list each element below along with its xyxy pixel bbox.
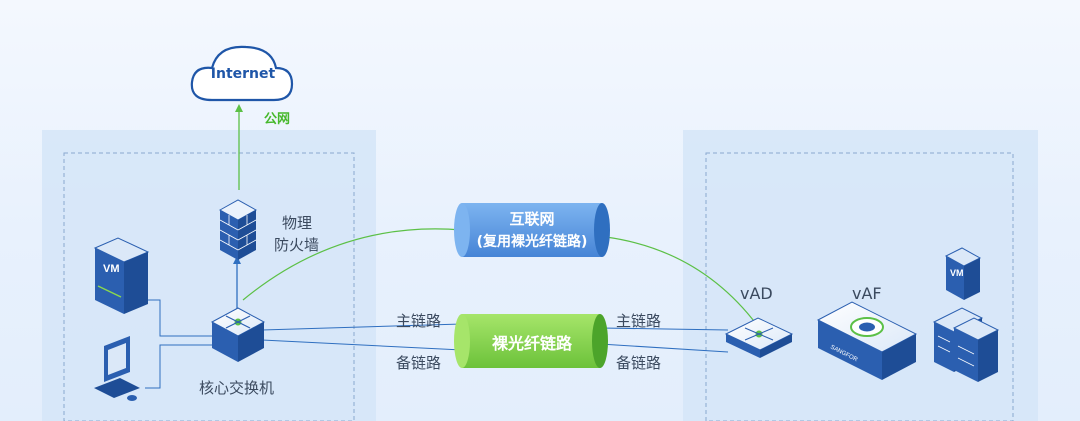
- vm-server-icon: VM: [93, 237, 150, 314]
- backup-link-left: [261, 339, 463, 351]
- internet-label: Internet: [210, 66, 276, 82]
- left-backup-link-label: 备链路: [396, 354, 442, 372]
- public-net-label: 公网: [264, 112, 291, 127]
- vaf-device-icon: SANGFOR: [816, 301, 918, 380]
- primary-link-right: [599, 327, 729, 331]
- vm-server-right-icon: VM: [944, 247, 982, 300]
- right-primary-link-label: 主链路: [616, 312, 662, 330]
- fiber-tunnel-icon: [454, 314, 608, 368]
- vm-right-label: VM: [950, 268, 964, 278]
- right-datacenter-boundary: [705, 152, 1014, 421]
- internet-tunnel-icon: [454, 203, 610, 257]
- primary-link-left: [261, 323, 463, 331]
- server-rack-icon: [932, 307, 1000, 382]
- core-switch-icon: [210, 307, 266, 362]
- left-datacenter-boundary: [63, 152, 355, 421]
- firewall-label-line1: 物理: [282, 214, 313, 232]
- uplink-arrow-icon: [235, 104, 243, 112]
- vaf-label: vAF: [852, 284, 882, 303]
- internet-tunnel-label-line1: 互联网: [509, 210, 555, 228]
- fiber-tunnel-label: 裸光纤链路: [491, 334, 572, 353]
- right-backup-link-label: 备链路: [616, 354, 662, 372]
- vm-to-switch-link: [148, 299, 215, 337]
- internet-link-left: [242, 228, 463, 301]
- vm-left-label: VM: [103, 263, 120, 275]
- backup-link-right: [599, 343, 729, 353]
- core-switch-label: 核心交换机: [199, 379, 275, 397]
- vad-device-icon: [724, 317, 794, 358]
- firewall-label-line2: 防火墙: [274, 236, 320, 254]
- internet-tunnel-label-line2: (复用裸光纤链路): [476, 234, 588, 250]
- pc-icon: [94, 336, 140, 401]
- internet-cloud-icon: [190, 45, 294, 102]
- left-primary-link-label: 主链路: [396, 312, 442, 330]
- firewall-arrow-icon: [233, 256, 241, 264]
- pc-to-switch-link: [145, 344, 215, 389]
- vad-label: vAD: [740, 284, 773, 303]
- internet-link-right: [605, 236, 758, 326]
- firewall-icon: [218, 199, 258, 260]
